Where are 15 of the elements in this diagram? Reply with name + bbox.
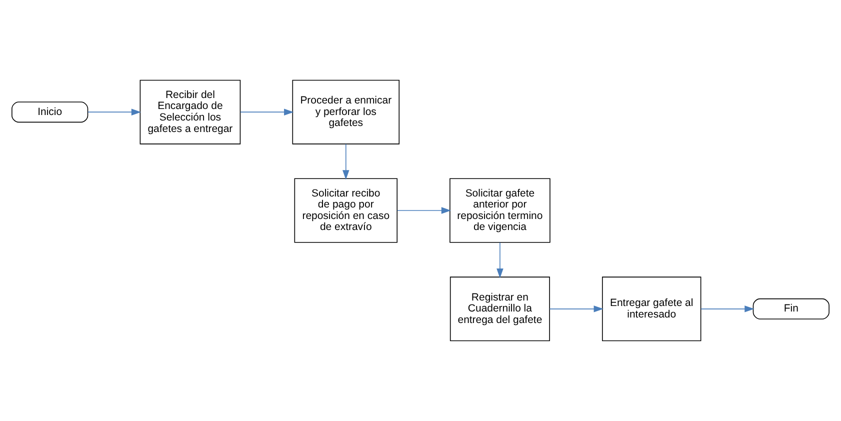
node-box: Fin xyxy=(752,298,830,320)
arrow xyxy=(496,242,504,278)
arrow xyxy=(342,144,350,180)
node-box: Entregar gafete al interesado xyxy=(602,276,702,342)
node-box: Inicio xyxy=(12,102,88,123)
arrow xyxy=(549,306,604,312)
node-box: Solicitar recibo de pago por reposición en caso de extravío xyxy=(294,178,398,243)
node-box: Recibir del Encargado de Selección los gafetes a entregar xyxy=(140,80,241,144)
arrow xyxy=(88,108,142,116)
node-box: Proceder a enmicar y perforar los gafetes xyxy=(292,80,400,144)
node-box: Registrar en Cuadernillo la entrega del gafete xyxy=(450,276,550,342)
arrow xyxy=(240,108,294,116)
arrow xyxy=(700,306,754,312)
node-box: Solicitar gafete anterior por reposición termino de vigencia xyxy=(450,178,550,243)
arrow xyxy=(396,207,452,214)
